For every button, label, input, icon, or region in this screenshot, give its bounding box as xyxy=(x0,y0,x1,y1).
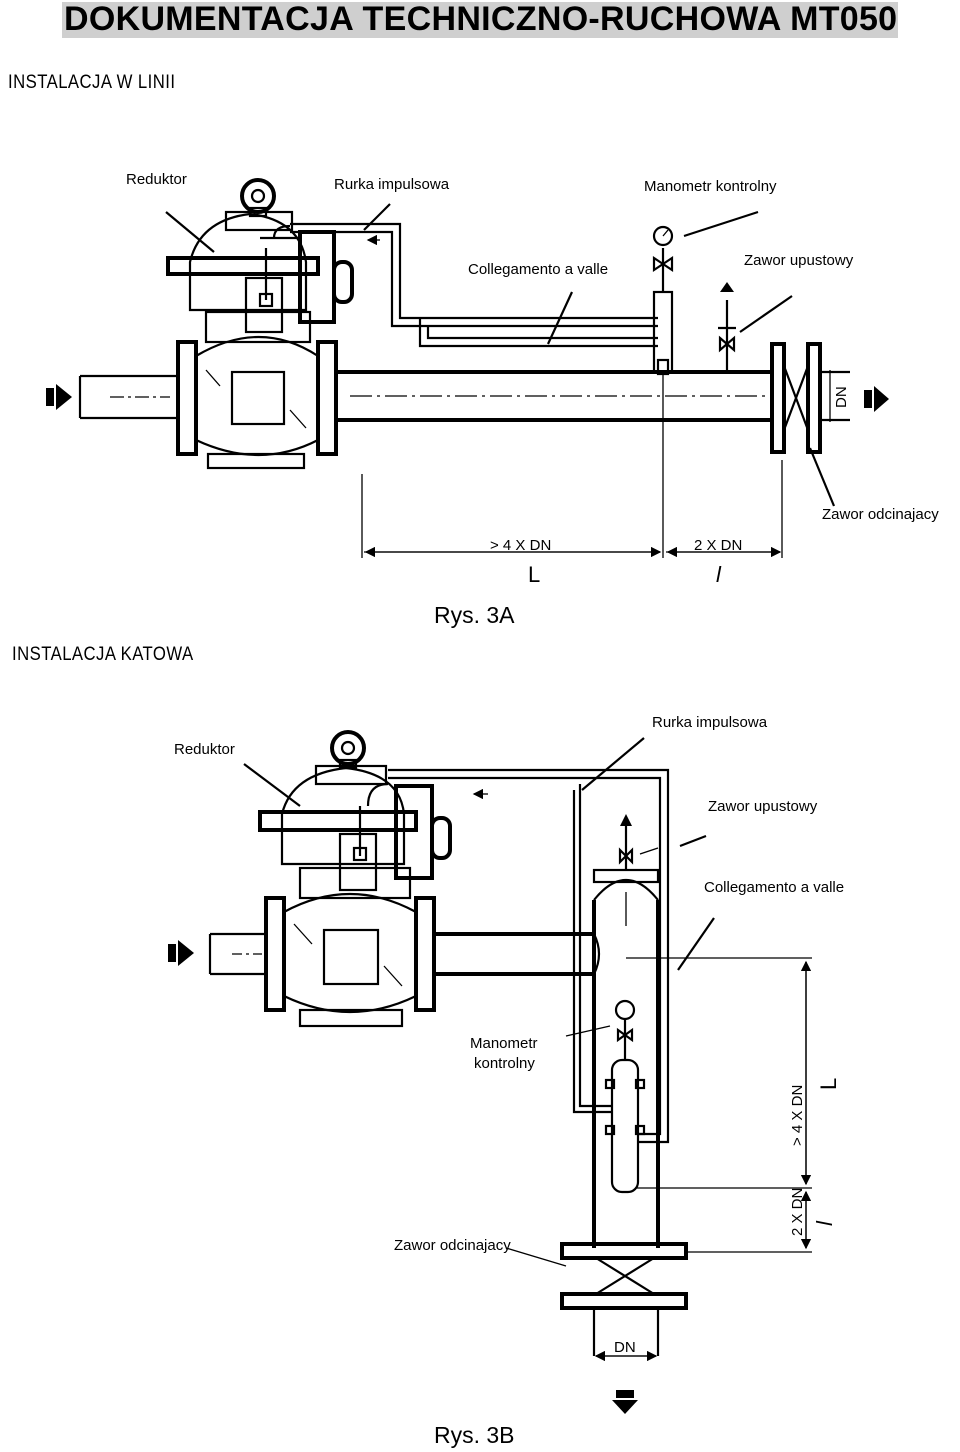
label-zawor-odcinajacy-a: Zawor odcinajacy xyxy=(822,506,939,523)
control-manometer-b xyxy=(604,999,646,1194)
actuator-a xyxy=(166,178,320,312)
document-title: DOKUMENTACJA TECHNICZNO-RUCHOWA MT050 xyxy=(64,0,898,38)
figure-a-drawing: Reduktor Rurka impulsowa Manometr kontro… xyxy=(46,171,939,587)
pilot-a xyxy=(244,224,354,334)
dimension-2dn-b: 2 X DN xyxy=(789,1188,806,1236)
inlet-flow-arrow-a xyxy=(46,384,72,410)
leader-lines-a xyxy=(165,203,836,507)
dimension-dn-a: DN xyxy=(833,386,850,408)
label-manometr-b-line2: kontrolny xyxy=(474,1055,535,1072)
label-manometr-b-line1: Manometr xyxy=(470,1035,538,1052)
control-manometer-a xyxy=(652,225,674,376)
label-zawor-upustowy-a: Zawor upustowy xyxy=(744,252,854,269)
figure-caption-3a: Rys. 3A xyxy=(434,602,515,628)
dimension-L-a: L xyxy=(528,562,540,587)
inlet-pipe-b xyxy=(208,932,266,976)
outlet-pipe-a xyxy=(336,370,774,422)
label-rurka-b: Rurka impulsowa xyxy=(652,714,768,731)
outlet-flow-arrow-b xyxy=(612,1390,638,1414)
regulator-body-b xyxy=(264,866,436,1028)
dimension-2dn-a: 2 X DN xyxy=(694,537,742,554)
section-title-angled: INSTALACJA KATOWA xyxy=(12,644,194,665)
label-collegamento-a: Collegamento a valle xyxy=(468,261,608,278)
leader-lines-b xyxy=(243,737,715,1267)
label-collegamento-b: Collegamento a valle xyxy=(704,879,844,896)
label-zawor-odcinajacy-b: Zawor odcinajacy xyxy=(394,1237,511,1254)
label-manometr-a: Manometr kontrolny xyxy=(644,178,777,195)
dimension-dn-b: DN xyxy=(614,1339,636,1356)
label-rurka-a: Rurka impulsowa xyxy=(334,176,450,193)
pilot-b xyxy=(338,782,452,892)
actuator-b xyxy=(258,730,418,866)
inlet-pipe-a xyxy=(78,374,178,420)
dimensions-b xyxy=(594,957,812,1362)
shutoff-valve-a xyxy=(770,342,850,454)
vent-valve-a xyxy=(718,282,736,372)
figure-b-drawing: Reduktor Rurka impulsowa Zawor upustowy … xyxy=(168,714,844,1414)
dimension-l-b: l xyxy=(812,1220,837,1226)
dimension-4dn-b: > 4 X DN xyxy=(789,1085,806,1146)
impulse-tube-b xyxy=(388,768,670,1144)
vent-valve-b xyxy=(618,814,634,870)
regulator-body-a xyxy=(176,310,338,470)
shutoff-valve-b xyxy=(560,1242,688,1356)
dimensions-a xyxy=(361,370,836,558)
dimension-L-b: L xyxy=(816,1078,841,1090)
figure-caption-3b: Rys. 3B xyxy=(434,1422,515,1448)
outlet-flow-arrow-a xyxy=(864,386,889,412)
inlet-flow-arrow-b xyxy=(168,940,194,966)
label-reduktor-a: Reduktor xyxy=(126,171,187,188)
label-zawor-upustowy-b: Zawor upustowy xyxy=(708,798,818,815)
impulse-tube-a xyxy=(290,222,658,348)
label-reduktor-b: Reduktor xyxy=(174,741,235,758)
section-title-inline: INSTALACJA W LINII xyxy=(8,72,176,93)
header-bar xyxy=(62,2,898,38)
dimension-l-a: l xyxy=(716,562,722,587)
dimension-4dn-a: > 4 X DN xyxy=(490,537,551,554)
